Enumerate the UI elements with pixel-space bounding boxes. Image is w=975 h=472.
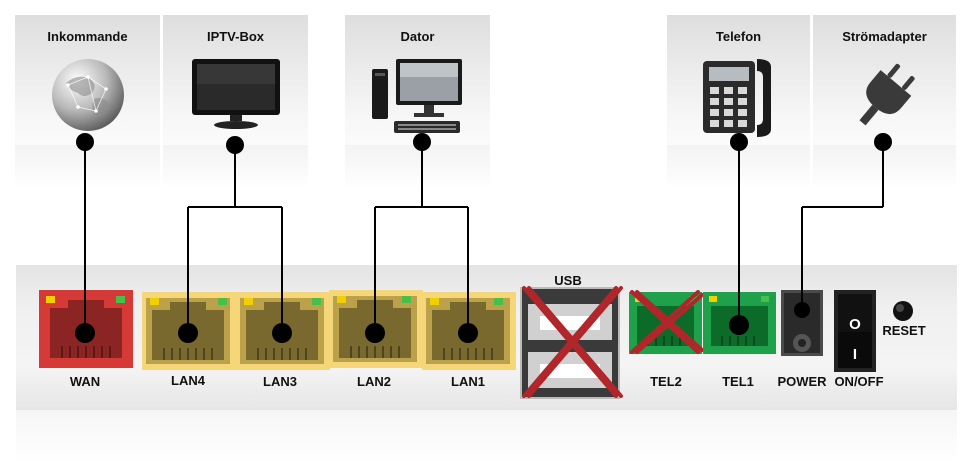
tv-icon: [190, 57, 282, 138]
card-reflection: [345, 145, 490, 190]
card-reflection: [15, 145, 160, 190]
port-label-lan1: LAN1: [451, 374, 485, 389]
power-switch[interactable]: [834, 290, 876, 372]
port-label-tel1: TEL1: [722, 374, 754, 389]
desk-phone-icon: [699, 55, 779, 142]
port-label-lan4: LAN4: [171, 373, 205, 388]
switch-on-mark: O: [849, 316, 861, 333]
port-label-reset: RESET: [882, 323, 926, 338]
desktop-computer-icon: [370, 55, 466, 144]
power-plug-icon: [847, 59, 923, 138]
port-label-lan2: LAN2: [357, 374, 391, 389]
device-label-iptv: IPTV-Box: [206, 29, 265, 44]
globe-icon: [48, 55, 128, 140]
usb-disabled-cross-icon: [522, 286, 623, 398]
wire-endpoint-dots: [75, 133, 892, 343]
card-iptv: IPTV-Box: [163, 15, 308, 145]
card-phone: Telefon: [667, 15, 810, 145]
device-label-incoming: Inkommande: [47, 29, 128, 44]
port-label-onoff: ON/OFF: [834, 374, 884, 389]
switch-off-mark: I: [852, 346, 858, 363]
port-label-tel2: TEL2: [650, 374, 682, 389]
panel-reflection: [16, 410, 957, 465]
device-label-computer: Dator: [400, 29, 435, 44]
reset-button[interactable]: [893, 301, 913, 321]
port-label-usb: USB: [554, 273, 582, 288]
port-label-wan: WAN: [69, 374, 101, 389]
card-reflection: [813, 145, 956, 190]
connection-wires: [84, 142, 884, 333]
lan4-port[interactable]: [142, 292, 236, 370]
port-label-lan3: LAN3: [263, 374, 297, 389]
device-label-phone: Telefon: [715, 29, 762, 44]
device-label-power-adapter: Strömadapter: [842, 29, 927, 44]
tel2-disabled-cross-icon: [630, 290, 704, 354]
card-incoming: Inkommande: [15, 15, 160, 145]
card-computer: Dator: [345, 15, 490, 145]
card-power-adapter: Strömadapter: [813, 15, 956, 145]
port-label-power: POWER: [777, 374, 827, 389]
